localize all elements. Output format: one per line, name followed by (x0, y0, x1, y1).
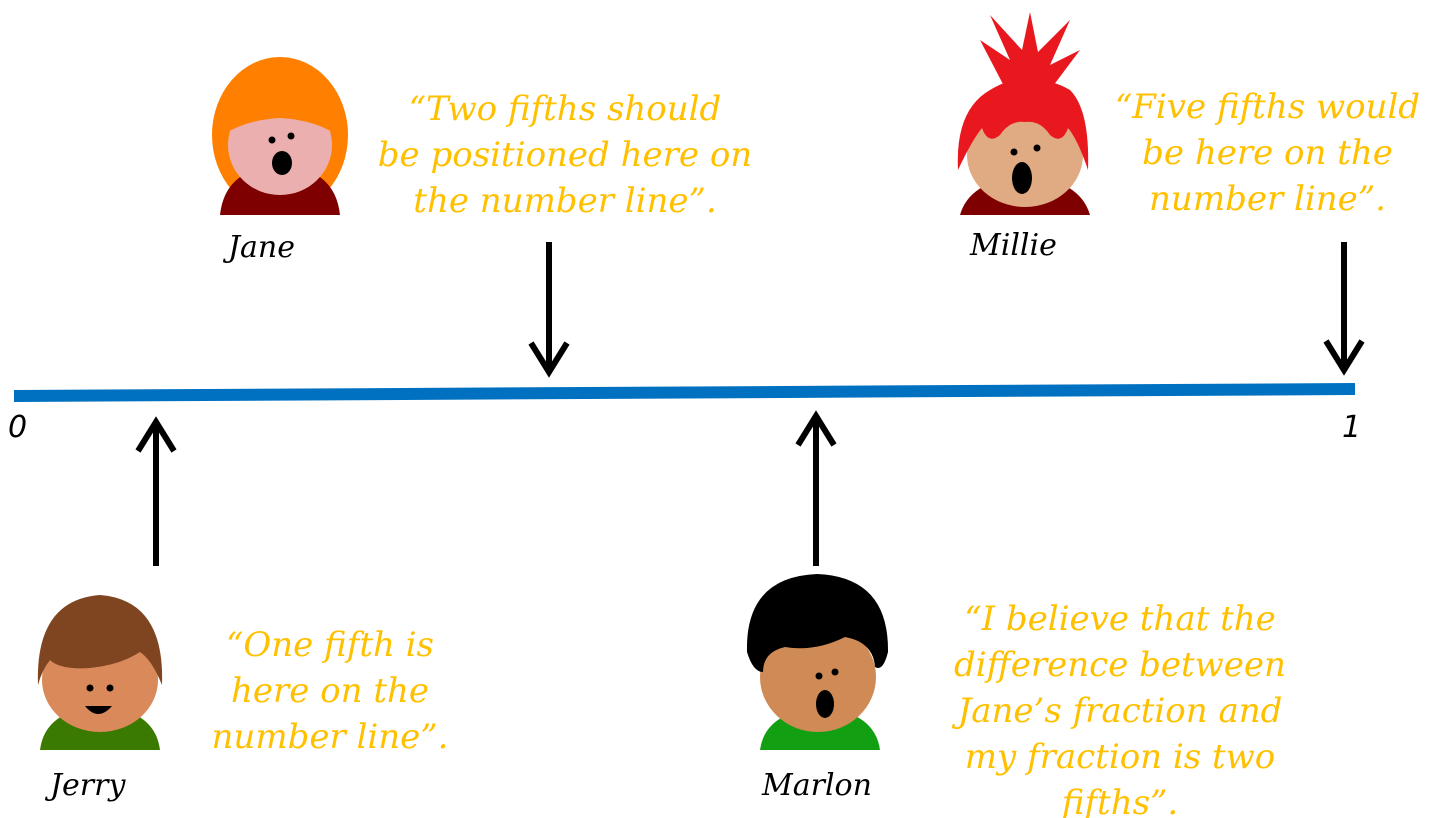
marlon-name: Marlon (762, 768, 872, 803)
jane-name: Jane (228, 230, 295, 265)
jane-arrow (528, 242, 570, 378)
jane-avatar (212, 57, 348, 215)
jane-quote: “Two fifths should be positioned here on… (377, 89, 753, 221)
jerry-avatar (37, 595, 163, 750)
millie-name: Millie (970, 228, 1057, 263)
number-line-start-label: 0 (8, 410, 28, 445)
jerry-arrow (135, 416, 177, 566)
marlon-quote: “I believe that the difference between J… (954, 599, 1286, 818)
millie-avatar (957, 12, 1090, 215)
marlon-avatar (746, 574, 889, 750)
jerry-quote: “One fifth is here on the number line”. (211, 625, 449, 757)
millie-quote: “Five fifths would be here on the number… (1114, 87, 1421, 219)
jerry-name: Jerry (50, 768, 126, 803)
millie-arrow (1323, 242, 1365, 376)
marlon-arrow (795, 410, 837, 566)
number-line (13, 383, 1356, 402)
number-line-end-label: 1 (1342, 410, 1362, 445)
